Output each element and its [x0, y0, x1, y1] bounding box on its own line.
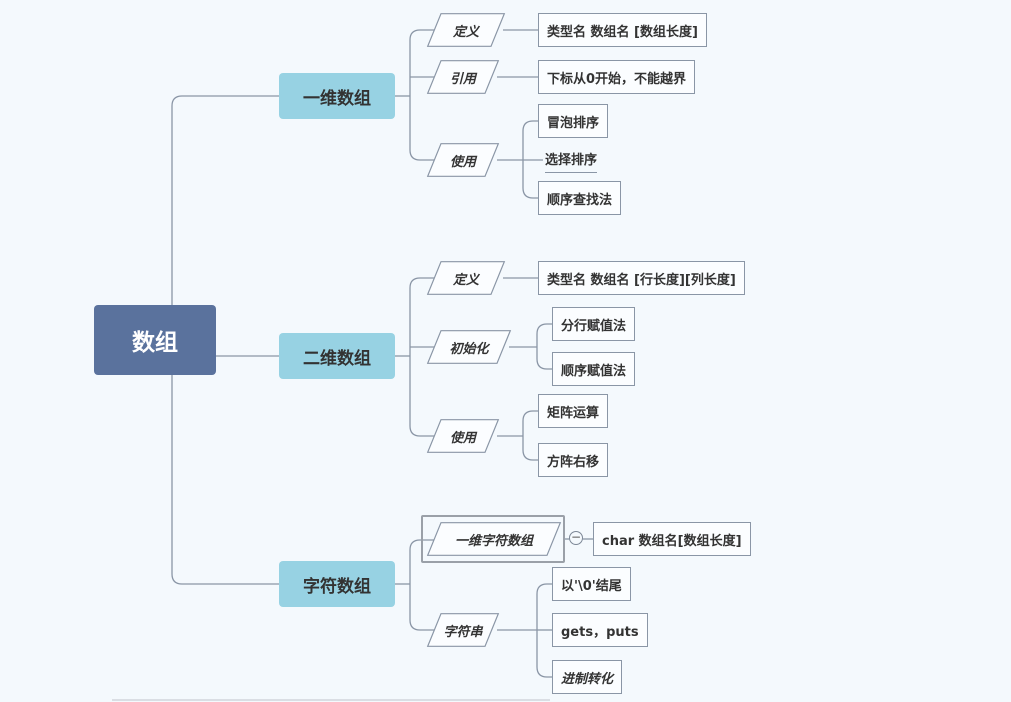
topic-2d-usage[interactable]: 使用: [426, 419, 500, 453]
leaf-base-conversion[interactable]: 进制转化: [552, 660, 623, 694]
topic-1d-definition[interactable]: 定义: [426, 13, 506, 47]
leaf-matrix-right-shift[interactable]: 方阵右移: [538, 443, 609, 477]
branch-node-char-array[interactable]: 字符数组: [279, 561, 395, 607]
root-node[interactable]: 数组: [94, 305, 216, 375]
topic-string[interactable]: 字符串: [426, 613, 500, 647]
topic-label: 定义: [452, 272, 479, 288]
topic-1d-usage[interactable]: 使用: [426, 143, 500, 177]
connector-root-branch1: [171, 95, 279, 305]
leaf-row-assignment[interactable]: 分行赋值法: [552, 307, 636, 341]
leaf-2d-definition-syntax[interactable]: 类型名 数组名 [行长度][列长度]: [538, 261, 745, 295]
leaf-1d-index-rule[interactable]: 下标从0开始，不能越界: [538, 60, 696, 94]
topic-1d-reference[interactable]: 引用: [426, 60, 500, 94]
leaf-sequential-assignment[interactable]: 顺序赋值法: [552, 352, 636, 386]
topic-2d-initialization[interactable]: 初始化: [426, 330, 512, 364]
topic-1d-char-array[interactable]: 一维字符数组: [426, 522, 562, 556]
leaf-char-array-syntax[interactable]: char 数组名[数组长度]: [593, 522, 751, 556]
leaf-bubble-sort[interactable]: 冒泡排序: [538, 104, 609, 138]
topic-label: 一维字符数组: [454, 533, 533, 549]
topic-2d-definition[interactable]: 定义: [426, 261, 506, 295]
leaf-1d-definition-syntax[interactable]: 类型名 数组名 [数组长度]: [538, 13, 707, 47]
branch-node-2d-array[interactable]: 二维数组: [279, 333, 395, 379]
leaf-matrix-operations[interactable]: 矩阵运算: [538, 394, 609, 428]
collapse-toggle-icon[interactable]: −: [569, 530, 583, 545]
leaf-null-terminator[interactable]: 以'\0'结尾: [552, 567, 631, 601]
leaf-gets-puts[interactable]: gets，puts: [552, 613, 648, 647]
topic-label: 使用: [449, 154, 476, 170]
selection-frame: [421, 515, 565, 563]
branch-node-1d-array[interactable]: 一维数组: [279, 73, 395, 119]
connector-root-branch3: [171, 375, 279, 585]
topic-label: 引用: [449, 71, 476, 87]
leaf-sequential-search[interactable]: 顺序查找法: [538, 181, 622, 215]
topic-label: 初始化: [449, 341, 489, 357]
topic-label: 使用: [449, 430, 476, 446]
topic-label: 定义: [452, 24, 479, 40]
leaf-selection-sort[interactable]: 选择排序: [545, 145, 598, 173]
topic-label: 字符串: [443, 624, 483, 640]
